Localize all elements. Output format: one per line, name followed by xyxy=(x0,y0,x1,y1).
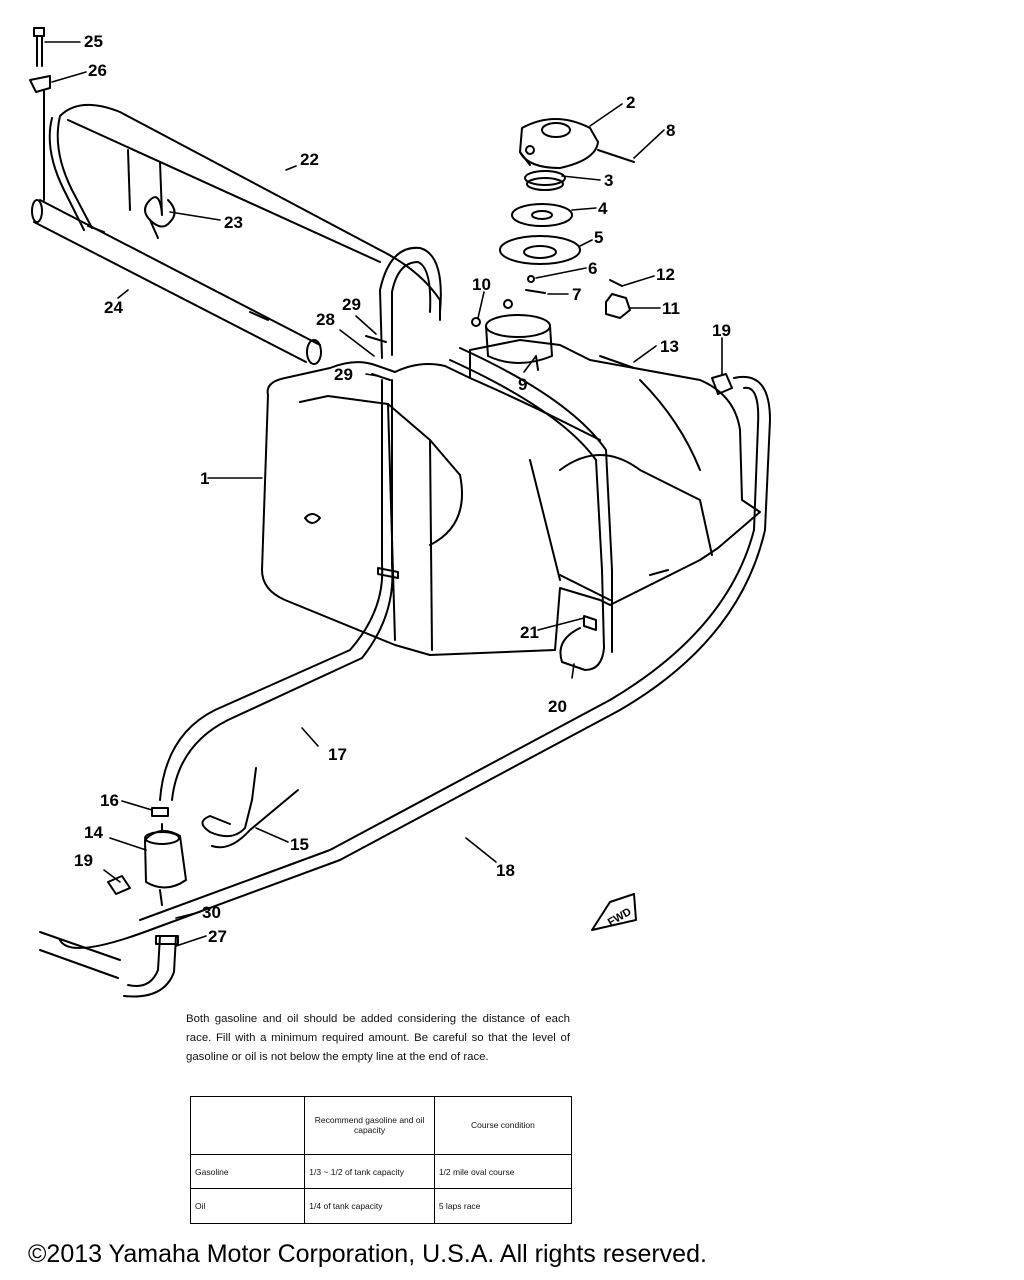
clamp-part-11 xyxy=(605,279,631,319)
callout-20: 20 xyxy=(548,697,567,716)
table-header-row: Recommend gasoline and oil capacity Cour… xyxy=(189,1096,573,1155)
outlet-hose-part-27 xyxy=(123,935,177,998)
spring-clip-part-23 xyxy=(127,149,176,239)
callout-11: 11 xyxy=(662,299,680,318)
clip-part-21 xyxy=(583,615,597,631)
bracket-part-15 xyxy=(201,767,299,849)
fuel-oil-instruction-note: Both gasoline and oil should be added co… xyxy=(186,1013,570,1063)
callout-22: 22 xyxy=(300,150,319,169)
table-row: Gasoline 1/3 ~ 1/2 of tank capacity 1/2 … xyxy=(189,1153,573,1190)
table-header-cell: Recommend gasoline and oil capacity xyxy=(304,1096,435,1155)
filler-neck-part-9 xyxy=(471,299,553,371)
callout-29-lower: 29 xyxy=(334,365,353,384)
callout-23: 23 xyxy=(224,213,243,232)
table-row: Oil 1/4 of tank capacity 5 laps race xyxy=(189,1188,573,1224)
hose-part-20 xyxy=(449,359,605,671)
breather-hose-part-22 xyxy=(56,103,441,321)
clip-part-30 xyxy=(155,935,179,945)
washer-part-6 xyxy=(527,275,535,283)
callout-5: 5 xyxy=(594,228,603,247)
clip-part-19b xyxy=(107,875,131,895)
screw-part-7 xyxy=(525,289,546,294)
table-cell: 1/3 ~ 1/2 of tank capacity xyxy=(304,1153,435,1190)
fuel-line-part-18 xyxy=(59,375,771,949)
vent-hose-part-28 xyxy=(379,246,442,359)
fuel-filter-part-14 xyxy=(144,823,187,906)
table-cell: 1/2 mile oval course xyxy=(433,1153,573,1190)
callout-14: 14 xyxy=(84,823,103,842)
fwd-label: FWD xyxy=(606,906,634,929)
ring-part-3 xyxy=(524,170,566,191)
washer-part-26 xyxy=(29,75,51,93)
callout-30: 30 xyxy=(202,903,221,922)
table-header-cell: Course condition xyxy=(433,1096,573,1155)
seal-part-4 xyxy=(511,203,573,227)
callout-19-right: 19 xyxy=(712,321,731,340)
callout-2: 2 xyxy=(626,93,635,112)
callout-29-upper: 29 xyxy=(342,295,361,314)
fuel-tank-part-1 xyxy=(261,339,761,656)
fwd-arrow xyxy=(591,893,637,931)
callout-1: 1 xyxy=(200,469,209,488)
callout-21: 21 xyxy=(520,623,539,642)
callout-13: 13 xyxy=(660,337,679,356)
callout-labels: 25 26 22 23 24 2 8 3 4 5 6 12 7 11 10 29… xyxy=(74,32,731,946)
callout-18: 18 xyxy=(496,861,515,880)
bolt-part-25 xyxy=(33,27,45,67)
callout-28: 28 xyxy=(316,310,335,329)
clip-part-19a xyxy=(711,373,733,395)
callout-25: 25 xyxy=(84,32,103,51)
clip-part-29 xyxy=(365,335,391,381)
copyright-notice: ©2013 Yamaha Motor Corporation, U.S.A. A… xyxy=(28,1240,707,1268)
table-header-cell xyxy=(189,1096,306,1155)
capacity-table: Recommend gasoline and oil capacity Cour… xyxy=(189,1096,573,1224)
callout-8: 8 xyxy=(666,121,675,140)
callout-3: 3 xyxy=(604,171,613,190)
table-cell: Gasoline xyxy=(189,1153,306,1190)
callout-12: 12 xyxy=(656,265,675,284)
callout-6: 6 xyxy=(588,259,597,278)
callout-7: 7 xyxy=(572,285,581,304)
frame-bar-part-24 xyxy=(31,89,322,365)
filler-cap-part-2 xyxy=(519,118,599,169)
callout-24: 24 xyxy=(104,298,123,317)
callout-17: 17 xyxy=(328,745,347,764)
pin-part-8 xyxy=(597,149,635,163)
table-cell: 1/4 of tank capacity xyxy=(304,1188,435,1224)
callout-9: 9 xyxy=(518,375,527,394)
callout-4: 4 xyxy=(598,199,608,218)
callout-26: 26 xyxy=(88,61,107,80)
table-cell: Oil xyxy=(189,1188,306,1224)
callout-15: 15 xyxy=(290,835,309,854)
table-cell: 5 laps race xyxy=(433,1188,573,1224)
fuel-tank-exploded-diagram: 25 26 22 23 24 2 8 3 4 5 6 12 7 11 10 29… xyxy=(29,27,771,998)
callout-27: 27 xyxy=(208,927,227,946)
bolt-part-13 xyxy=(599,355,635,369)
gasket-part-5 xyxy=(499,235,581,265)
callout-16: 16 xyxy=(100,791,119,810)
fuel-hose-part-17 xyxy=(159,379,394,801)
clip-part-16 xyxy=(151,807,169,817)
callout-10: 10 xyxy=(472,275,491,294)
callout-19-left: 19 xyxy=(74,851,93,870)
